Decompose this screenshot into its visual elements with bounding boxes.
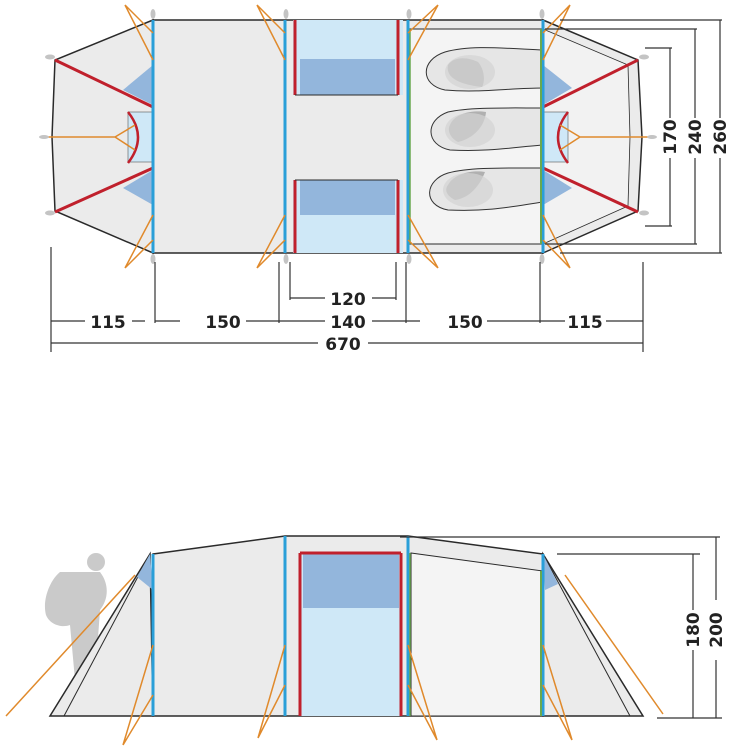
dim-inner-height: 180: [684, 612, 704, 648]
dim-bedroom: 150: [447, 313, 483, 333]
dim-living-left: 150: [205, 313, 241, 333]
side-view: [5, 535, 664, 746]
dim-door-width: 120: [330, 290, 366, 310]
dim-vestibule-left: 115: [90, 313, 126, 333]
dim-bedroom-width: 170: [661, 119, 681, 155]
dim-vestibule-right: 115: [567, 313, 603, 333]
dim-inner-width: 240: [686, 119, 706, 155]
top-view: [39, 4, 657, 269]
dim-total-width: 260: [711, 119, 730, 155]
dim-total-length: 670: [325, 335, 361, 355]
top-dimensions: [50, 19, 722, 352]
window-bottom: [300, 180, 395, 215]
dim-middle: 140: [330, 313, 366, 333]
dim-total-height: 200: [707, 612, 727, 648]
window-top: [300, 59, 395, 95]
